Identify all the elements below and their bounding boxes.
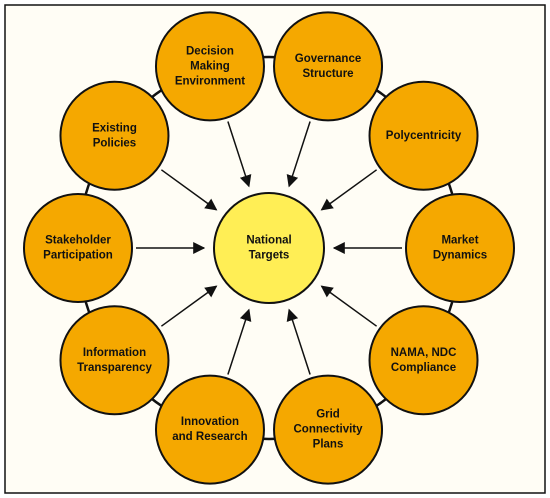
node-label-line: Connectivity: [294, 424, 364, 436]
node-circle: [405, 193, 515, 303]
center-label-line: Targets: [249, 250, 290, 262]
node-label-line: Making: [190, 60, 230, 72]
arrow-decision-making-environment: [227, 121, 252, 188]
node-label-line: Existing: [92, 122, 137, 134]
node-label-line: and Research: [172, 431, 247, 443]
node-label-line: Compliance: [391, 362, 456, 374]
node-label-line: Decision: [186, 45, 234, 57]
arrow-innovation-and-research: [227, 308, 252, 375]
node-label-line: Transparency: [77, 362, 152, 374]
node-label-line: Market: [441, 235, 478, 247]
node-circle: [368, 80, 479, 191]
arrow-nama-ndc-compliance: [320, 285, 378, 327]
node-circle: [154, 374, 265, 485]
node-label-line: NAMA, NDC: [391, 347, 457, 359]
node-circle: [59, 305, 170, 416]
arrow-governance-structure: [286, 121, 311, 188]
node-label-line: Dynamics: [433, 250, 487, 262]
node-label-line: Participation: [43, 250, 113, 262]
center-circle: [213, 192, 325, 304]
arrow-information-transparency: [160, 285, 218, 327]
node-polycentricity: Polycentricity: [368, 80, 479, 191]
node-label-line: Polycentricity: [386, 130, 462, 142]
node-circle: [23, 193, 133, 303]
node-label-line: Environment: [175, 75, 245, 87]
node-label-line: Structure: [302, 68, 353, 80]
node-nama-ndc-compliance: NAMA, NDC Compliance: [368, 305, 479, 416]
node-label-line: Policies: [93, 137, 136, 149]
arrow-existing-policies: [160, 169, 218, 211]
arrow-grid-connectivity-plans: [286, 308, 311, 375]
node-label-line: Grid: [316, 409, 340, 421]
node-label-line: Innovation: [181, 416, 239, 428]
node-circle: [59, 80, 170, 191]
node-label-line: Governance: [295, 53, 361, 65]
node-circle: [273, 11, 384, 122]
node-innovation-and-research: Innovation and Research: [154, 374, 265, 485]
node-circle: [154, 11, 265, 122]
nodes: DecisionMakingEnvironmentGovernanceStruc…: [23, 11, 515, 485]
node-circle: [368, 305, 479, 416]
node-label-line: Stakeholder: [45, 235, 111, 247]
node-label-line: Plans: [313, 439, 344, 451]
node-label-line: Information: [83, 347, 146, 359]
center-label-line: National: [246, 235, 291, 247]
node-circle: [273, 374, 384, 485]
arrows: [136, 121, 402, 375]
arrow-polycentricity: [320, 169, 378, 211]
